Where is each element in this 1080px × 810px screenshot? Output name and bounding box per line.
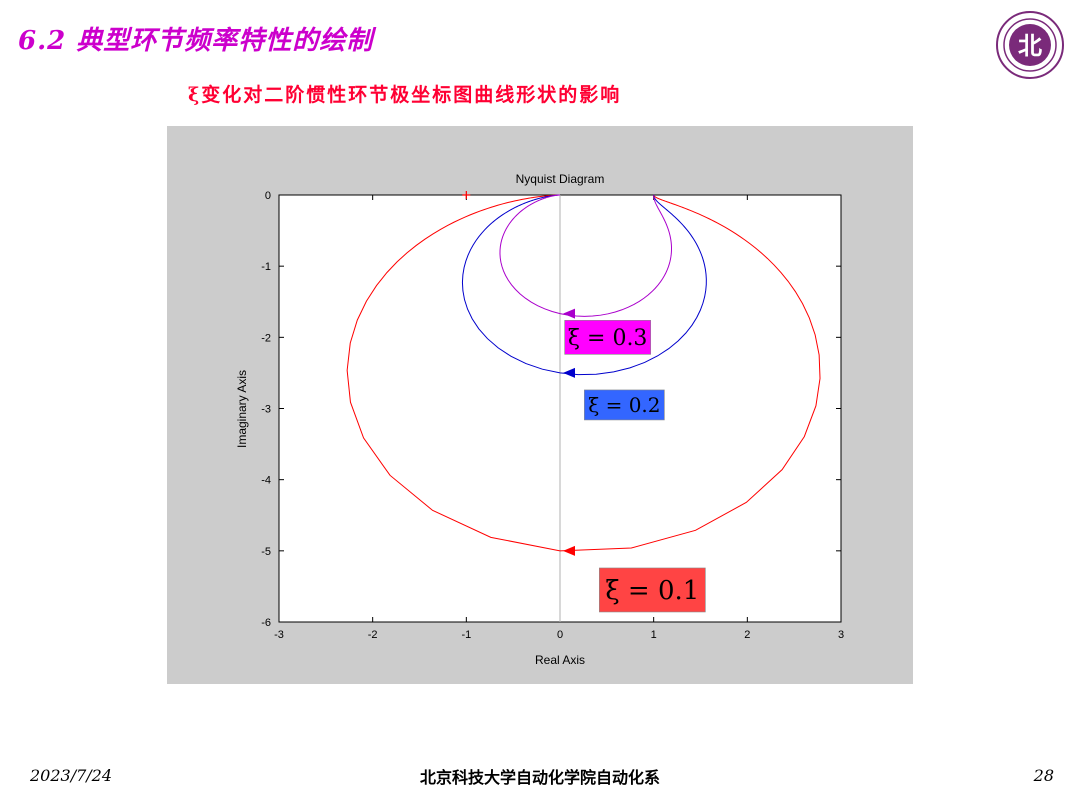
y-tick-label: -2 (261, 332, 271, 344)
footer-organization: 北京科技大学自动化学院自动化系 (419, 768, 660, 787)
nyquist-curve-2 (499, 194, 673, 317)
y-tick-label: -6 (261, 617, 271, 629)
y-tick-label: -3 (261, 404, 271, 416)
x-tick-label: -1 (461, 629, 471, 641)
direction-arrow-2 (563, 308, 575, 319)
x-tick-label: 0 (557, 629, 563, 641)
y-axis-label: Imaginary Axis (235, 370, 249, 448)
y-tick-label: -1 (261, 261, 271, 273)
page-number: 28 (1033, 766, 1054, 785)
university-logo: 北 (996, 11, 1064, 79)
y-tick-label: -5 (261, 546, 271, 558)
series-label-box-2 (564, 320, 651, 355)
critical-point-marker (462, 191, 471, 199)
curves-layer (346, 194, 821, 556)
series-label-box-0 (599, 567, 706, 613)
x-tick-label: -2 (368, 629, 378, 641)
labels-layer: ξ = 0.1 ξ = 0.2 ξ = 0.3 (564, 320, 706, 613)
x-axis-label: Real Axis (535, 653, 585, 667)
footer-date: 2023/7/24 (30, 766, 113, 785)
series-label-1: ξ = 0.2 (588, 393, 660, 417)
axes-layer: -3 -2 -1 0 1 2 3 0 -1 -2 -3 -4 -5 -6 (261, 190, 844, 641)
series-label-2: ξ = 0.3 (568, 326, 648, 351)
series-label-box-1 (584, 389, 665, 421)
y-tick-label: 0 (265, 190, 271, 202)
series-label-0: ξ = 0.1 (605, 576, 699, 606)
direction-arrow-0 (563, 545, 575, 556)
x-tick-label: -3 (274, 629, 284, 641)
y-tick-label: -4 (261, 475, 271, 487)
x-tick-label: 1 (651, 629, 657, 641)
x-tick-label: 2 (744, 629, 750, 641)
direction-arrow-1 (563, 367, 575, 378)
x-tick-label: 3 (838, 629, 844, 641)
slide-title: 6.2 典型环节频率特性的绘制 (18, 26, 374, 56)
logo-seal-char: 北 (1018, 32, 1042, 60)
chart-title: Nyquist Diagram (516, 172, 605, 186)
slide-subtitle: ξ变化对二阶惯性环节极坐标图曲线形状的影响 (188, 84, 622, 106)
